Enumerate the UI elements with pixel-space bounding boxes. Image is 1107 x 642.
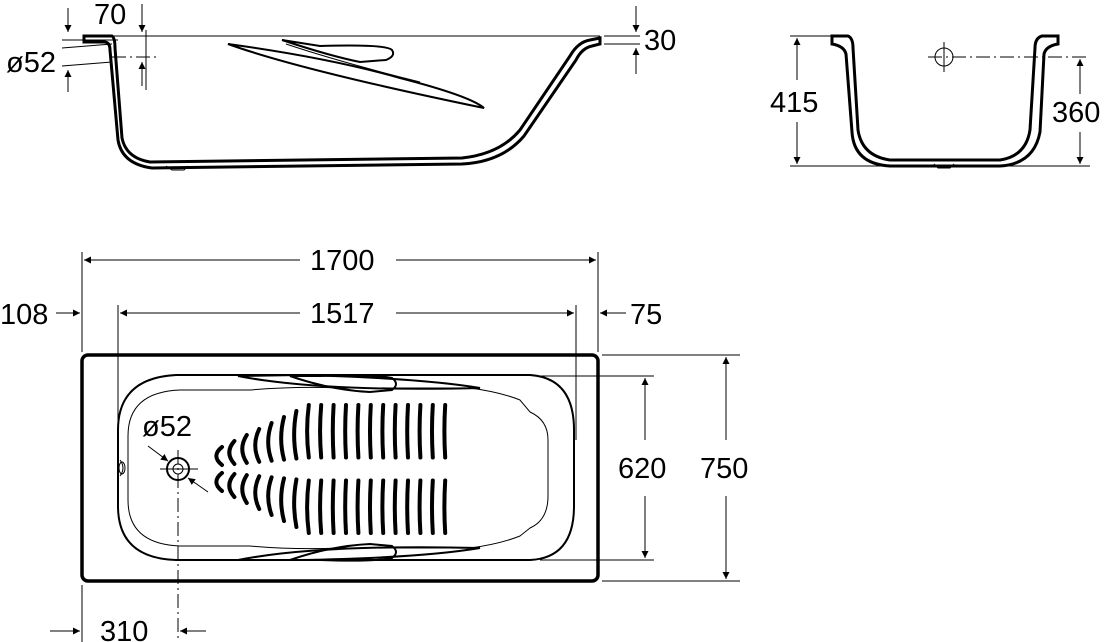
anti-slip-arc	[266, 475, 274, 517]
side-view: 70 ø52 30	[6, 0, 676, 171]
dim-inner-length: 1517	[310, 298, 375, 330]
dim-overflow-height: 360	[1052, 97, 1100, 129]
anti-slip-arc	[392, 403, 398, 460]
anti-slip-arc	[343, 403, 348, 460]
anti-slip-arc	[240, 433, 249, 465]
plan-view-handle-top	[237, 373, 481, 390]
anti-slip-arc	[442, 403, 448, 460]
anti-slip-arc	[240, 473, 249, 505]
plan-view-outer-rim	[80, 353, 600, 583]
anti-slip-arc	[266, 421, 274, 463]
anti-slip-arc	[380, 478, 386, 535]
anti-slip-arc	[227, 439, 237, 466]
end-view-tub-outline	[830, 34, 1060, 168]
dim-overall-width: 750	[700, 453, 748, 485]
anti-slip-arc	[380, 403, 386, 460]
dim-overflow-diameter: ø52	[6, 47, 56, 79]
anti-slip-arc	[355, 403, 361, 460]
dim-inner-width: 620	[618, 453, 666, 485]
dim-drain-offset: 310	[100, 616, 148, 642]
anti-slip-arc	[367, 478, 373, 535]
anti-slip-arc	[214, 445, 224, 468]
side-view-tub-outline	[82, 34, 602, 170]
end-view: 415 360	[770, 34, 1100, 169]
anti-slip-arc	[305, 478, 311, 535]
dim-rim-thickness: 30	[644, 25, 676, 57]
plan-view-handle-bottom	[237, 546, 481, 561]
anti-slip-arc	[405, 403, 410, 460]
anti-slip-arc	[253, 474, 262, 511]
anti-slip-arc	[442, 478, 448, 535]
anti-slip-arc	[429, 403, 435, 460]
dim-left-rim: 108	[0, 299, 48, 331]
anti-slip-arc	[417, 478, 423, 535]
anti-slip-arc	[253, 427, 262, 464]
anti-slip-arc	[279, 476, 286, 523]
anti-slip-arc	[330, 403, 336, 460]
dim-rim-offset: 70	[94, 0, 126, 31]
dim-total-height: 415	[770, 87, 818, 119]
anti-slip-arc	[318, 403, 324, 460]
anti-slip-arc	[429, 478, 435, 535]
anti-slip-arc	[417, 403, 423, 460]
dim-overall-length: 1700	[310, 245, 375, 277]
anti-slip-arc	[355, 478, 361, 535]
anti-slip-arc	[367, 403, 373, 460]
anti-slip-arc	[214, 470, 224, 493]
side-view-handle	[227, 43, 485, 109]
anti-slip-arc	[292, 409, 299, 461]
anti-slip-arc	[318, 478, 324, 535]
anti-slip-arc	[279, 415, 286, 462]
dim-right-rim: 75	[630, 299, 662, 331]
anti-slip-arc	[405, 478, 410, 535]
anti-slip-arc	[292, 477, 299, 529]
plan-view: ø52 1700 1517 108 75 620 750	[0, 245, 748, 642]
anti-slip-arc	[330, 478, 336, 535]
dim-drain-diameter: ø52	[142, 411, 192, 443]
anti-slip-arc	[227, 472, 237, 499]
anti-slip-arc	[305, 403, 311, 460]
anti-slip-pattern	[214, 403, 448, 535]
anti-slip-arc	[392, 478, 398, 535]
anti-slip-arc	[343, 478, 348, 535]
